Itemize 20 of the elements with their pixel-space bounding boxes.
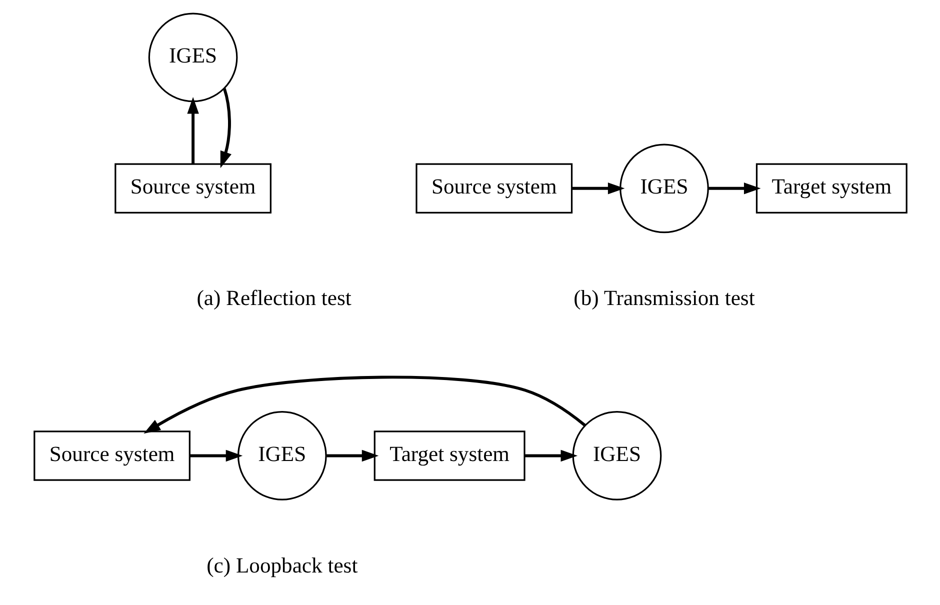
label: (a) Reflection test	[196, 286, 351, 310]
node-box: Target system	[373, 430, 525, 481]
node-circle: IGES	[619, 144, 708, 234]
arrow	[708, 182, 760, 194]
arrow	[186, 97, 198, 164]
node-box: Target system	[755, 163, 907, 214]
node-circle: IGES	[148, 12, 238, 102]
label: (b) Transmission test	[573, 286, 754, 310]
node-box: Source system	[114, 163, 271, 214]
arrow	[143, 376, 586, 434]
node-box: Source system	[415, 163, 572, 214]
label: (c) Loopback test	[206, 553, 358, 578]
node-circle: IGES	[572, 411, 662, 500]
arrow	[524, 450, 578, 462]
arrow	[189, 450, 242, 462]
node-box: Source system	[33, 430, 190, 481]
arrow	[326, 450, 378, 462]
arrow	[220, 88, 231, 168]
node-circle: IGES	[236, 411, 326, 500]
arrow	[571, 182, 624, 194]
